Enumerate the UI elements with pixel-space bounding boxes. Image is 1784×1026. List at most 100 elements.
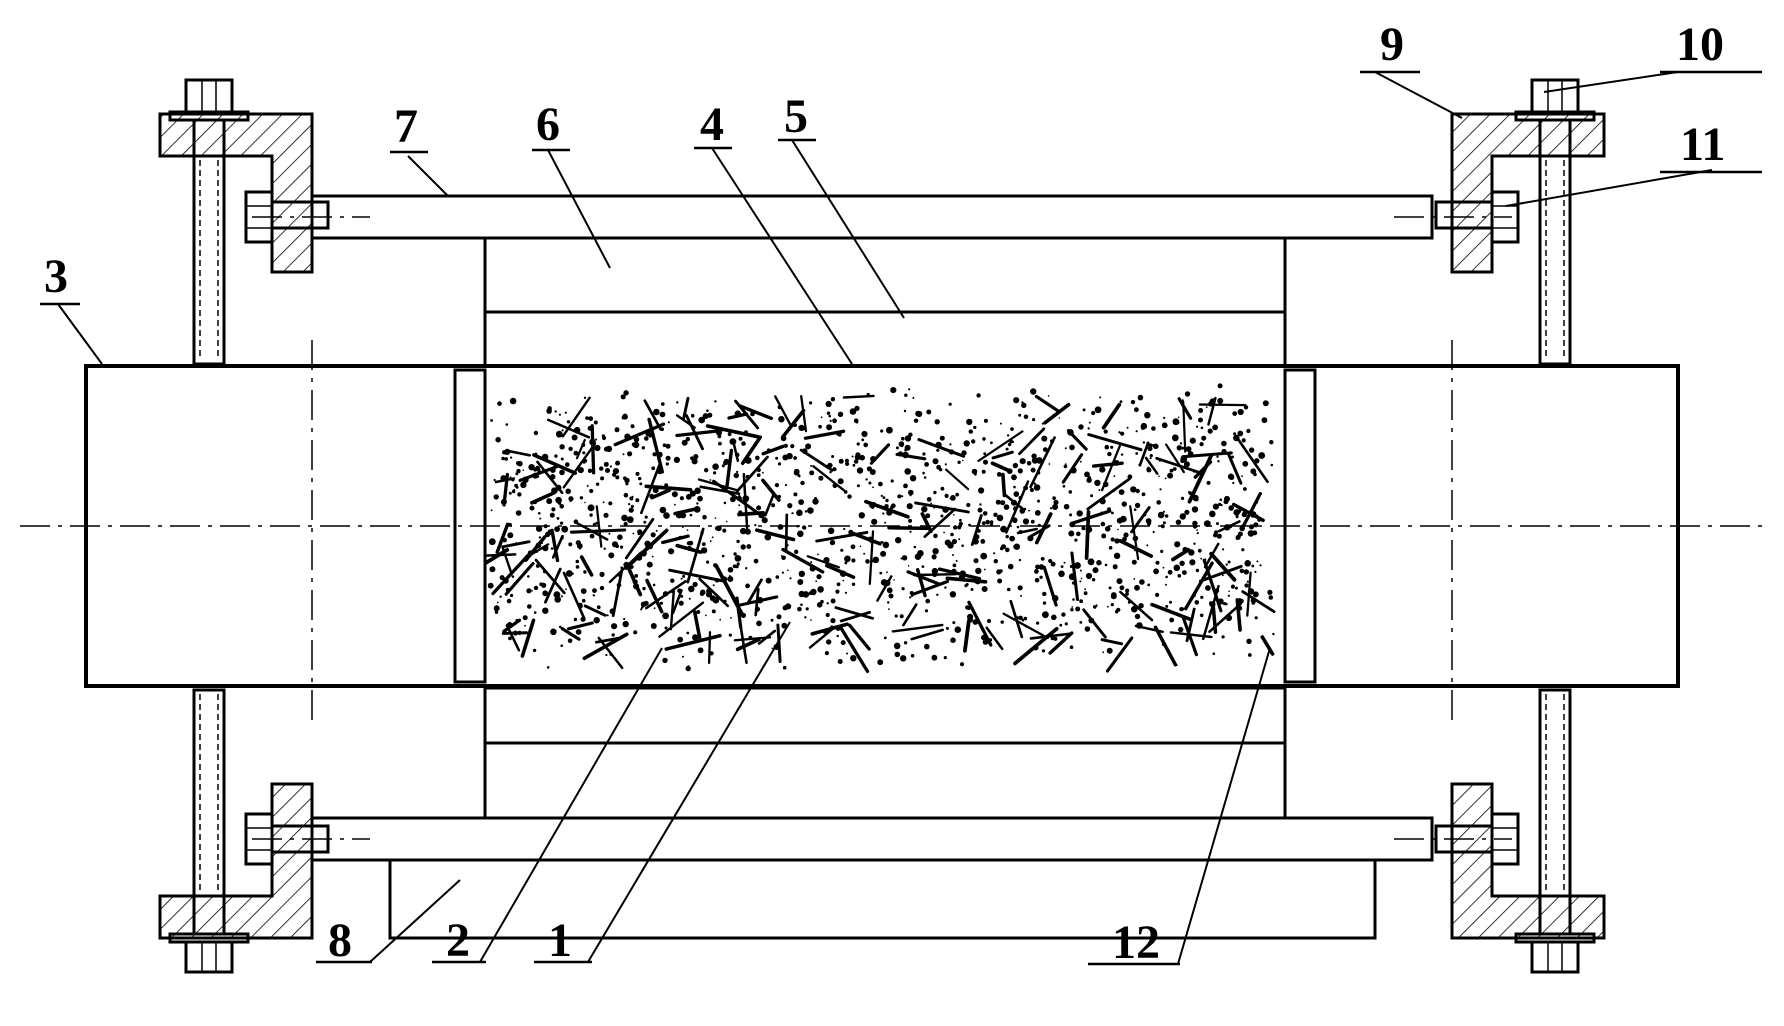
particle: [682, 655, 684, 658]
particle: [754, 524, 757, 527]
particle: [550, 547, 554, 550]
fiber: [1193, 460, 1213, 479]
fiber: [838, 625, 870, 674]
specimen-fill: [485, 383, 1276, 674]
particle: [926, 409, 932, 415]
fiber: [1183, 561, 1214, 611]
fiber: [732, 441, 740, 462]
particle: [549, 512, 555, 518]
particle: [809, 401, 813, 405]
particle: [1028, 509, 1030, 512]
particle: [1176, 445, 1183, 451]
particle: [933, 490, 937, 495]
particle: [1064, 447, 1067, 450]
particle: [652, 452, 657, 457]
fiber: [784, 513, 789, 553]
particle: [507, 532, 514, 539]
particle: [847, 494, 852, 499]
particle: [1158, 475, 1160, 478]
particle: [693, 454, 699, 460]
particle: [1041, 435, 1048, 442]
particle: [1196, 529, 1198, 531]
particle: [1231, 455, 1234, 459]
particle: [1151, 426, 1156, 431]
particle: [789, 577, 792, 580]
particle: [608, 501, 613, 506]
particle: [1147, 446, 1153, 452]
particle: [725, 520, 728, 523]
particle: [771, 503, 776, 508]
particle: [1079, 599, 1083, 604]
particle: [579, 496, 584, 500]
particle: [1167, 472, 1174, 479]
particle: [554, 526, 560, 532]
particle: [733, 552, 737, 556]
particle: [1013, 544, 1018, 549]
particle: [950, 637, 956, 643]
particle: [623, 492, 629, 498]
fiber: [910, 579, 950, 597]
particle: [826, 602, 829, 605]
fiber: [1207, 396, 1217, 426]
particle: [504, 457, 509, 461]
particle: [561, 429, 564, 432]
particle: [1118, 431, 1121, 434]
particle: [932, 458, 939, 465]
particle: [1123, 532, 1129, 538]
particle: [711, 609, 716, 614]
particle: [1113, 475, 1116, 478]
fiber: [902, 603, 918, 627]
fiber: [1209, 551, 1237, 582]
particle: [1068, 490, 1073, 494]
particle: [797, 530, 804, 538]
fiber: [625, 563, 643, 597]
particle: [588, 416, 594, 421]
fiber: [1071, 509, 1112, 525]
particle: [673, 456, 681, 463]
particle: [1075, 606, 1081, 612]
particle: [824, 651, 830, 656]
particle: [599, 466, 604, 471]
particle: [599, 571, 605, 578]
particle: [501, 456, 505, 461]
particle: [1133, 508, 1137, 511]
particle: [1153, 568, 1159, 575]
particle: [1248, 524, 1255, 530]
particle: [514, 483, 518, 488]
particle: [837, 659, 843, 664]
particle: [829, 539, 836, 546]
particle: [628, 503, 631, 506]
fiber: [977, 430, 1024, 462]
fiber: [990, 461, 1013, 474]
fiber: [1091, 461, 1124, 468]
particle: [642, 586, 646, 591]
particle: [561, 525, 569, 533]
particle: [1144, 412, 1151, 419]
particle: [1021, 402, 1027, 408]
particle: [1134, 584, 1140, 591]
particle: [1068, 530, 1075, 537]
particle: [1163, 416, 1166, 419]
particle: [836, 634, 839, 638]
particle: [1047, 395, 1050, 397]
particle: [966, 502, 971, 508]
particle: [689, 490, 696, 497]
particle: [696, 502, 699, 505]
particle: [1084, 588, 1086, 591]
particle: [595, 521, 599, 525]
particle: [1220, 503, 1223, 507]
particle: [1205, 585, 1211, 591]
particle: [781, 555, 786, 561]
particle: [966, 418, 973, 426]
particle: [1135, 430, 1138, 433]
fiber: [963, 620, 971, 653]
particle: [1110, 603, 1114, 607]
particle: [995, 499, 1001, 505]
particle: [820, 416, 823, 419]
particle: [1111, 511, 1114, 515]
particle: [853, 459, 859, 464]
particle: [1041, 649, 1046, 653]
particle: [1104, 563, 1108, 567]
particle: [1134, 407, 1139, 413]
particle: [611, 623, 618, 630]
